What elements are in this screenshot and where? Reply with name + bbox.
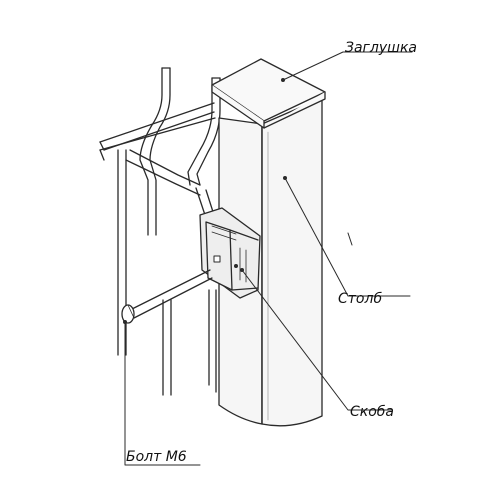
cap <box>211 58 326 129</box>
clamp <box>199 207 261 299</box>
bolt <box>121 269 213 324</box>
leader-post <box>284 177 411 297</box>
label-bolt: Болт М6 <box>126 449 187 465</box>
fence-mesh <box>99 67 221 396</box>
leader-bolt <box>124 321 201 466</box>
bolt-shank <box>129 269 213 319</box>
leader-cap <box>282 51 413 81</box>
post-front-face <box>261 97 323 427</box>
leader-lines <box>123 51 413 466</box>
leader-clamp <box>241 269 393 411</box>
label-clamp: Скоба <box>350 404 395 420</box>
label-post: Столб <box>338 291 383 307</box>
label-cap: Заглушка <box>345 40 417 56</box>
post-mark <box>347 232 353 246</box>
